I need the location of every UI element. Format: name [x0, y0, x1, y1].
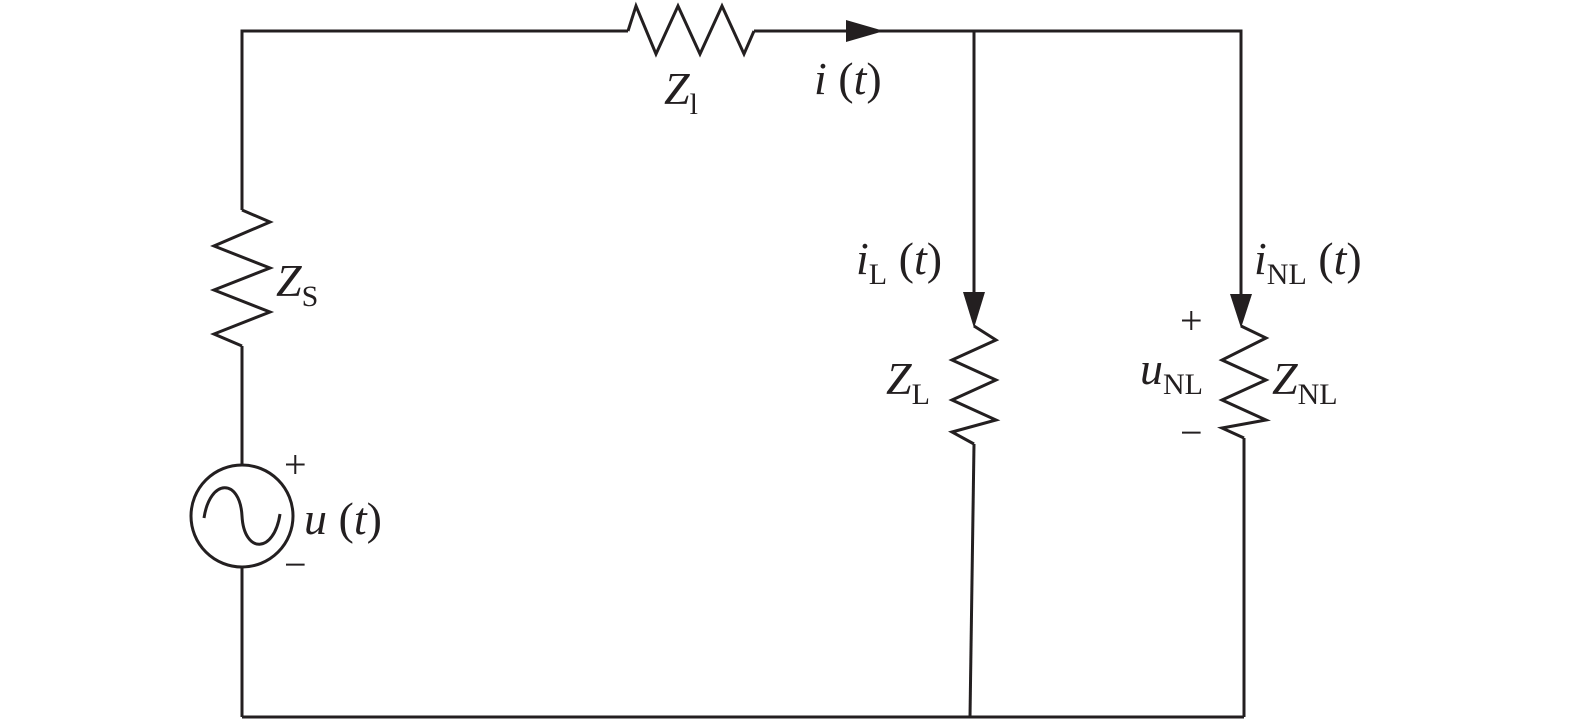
label-z-source: ZS [276, 255, 318, 313]
label-i-total: i (t) [814, 53, 882, 104]
label-i-nonlinear: iNL (t) [1254, 233, 1362, 291]
nonlinear-minus-sign: − [1180, 410, 1203, 455]
znl-resistor-icon [1217, 324, 1271, 440]
label-z-line: Zl [664, 63, 698, 121]
wire-top-right [754, 29, 1243, 298]
zl-linear-resistor-icon [948, 324, 1001, 446]
zl-resistor-icon [626, 1, 756, 58]
label-u-source: u (t) [304, 493, 382, 544]
source-minus-sign: − [284, 542, 307, 587]
i-total-arrow-icon [846, 20, 884, 42]
i-linear-arrow-icon [963, 292, 985, 328]
source-plus-sign: + [284, 442, 307, 487]
label-u-nonlinear: uNL [1140, 343, 1203, 401]
ac-source-icon [189, 463, 295, 569]
label-z-linear: ZL [886, 353, 930, 411]
label-z-nonlinear: ZNL [1272, 353, 1338, 411]
nonlinear-plus-sign: + [1180, 298, 1203, 343]
wire-linear-branch-bottom [968, 443, 976, 718]
label-i-linear: iL (t) [856, 233, 942, 291]
zs-resistor-icon [209, 208, 275, 348]
wire-top-left [240, 29, 628, 210]
i-nonlinear-arrow-icon [1230, 294, 1252, 328]
